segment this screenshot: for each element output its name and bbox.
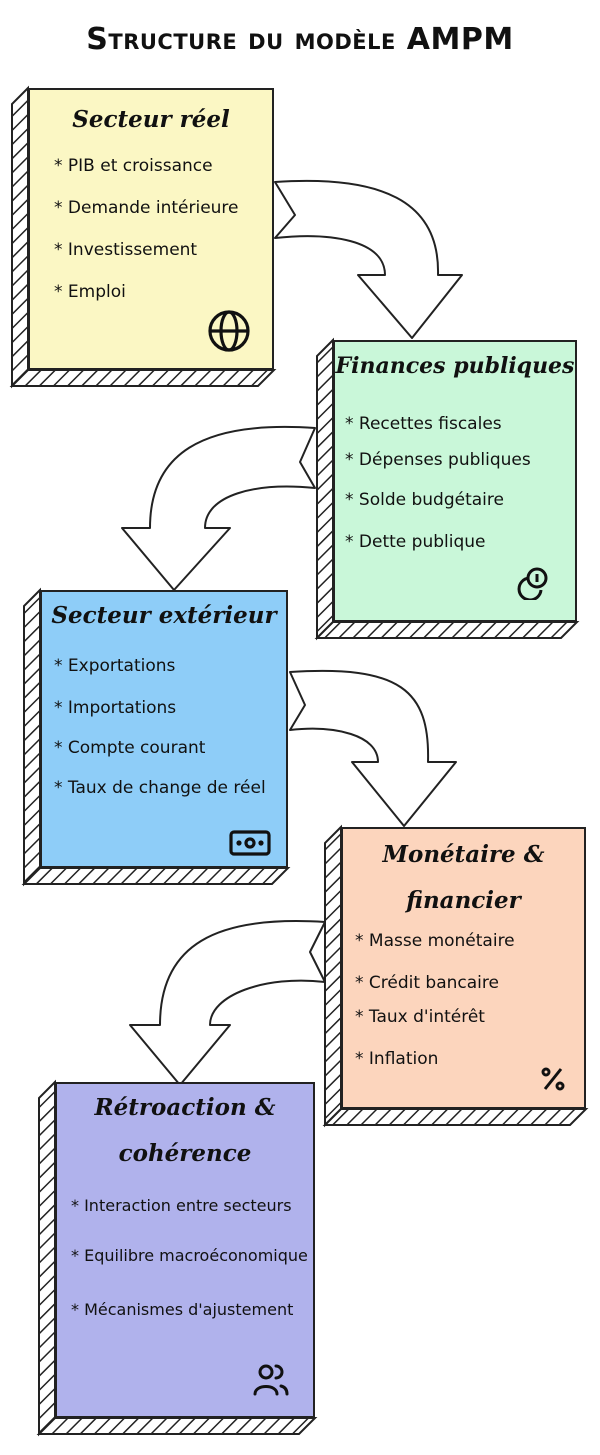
card-shadow-bottom [21, 867, 291, 885]
page-title: Structure du modèle AMPM [86, 22, 514, 57]
card-title: Rétroaction & [94, 1094, 276, 1121]
card-shadow-bottom [322, 1108, 589, 1126]
card-shadow-left [11, 85, 29, 389]
percent-icon [541, 1067, 565, 1091]
card-shadow-left [38, 1079, 56, 1437]
list-item: * Investissement [54, 240, 198, 260]
list-item: * PIB et croissance [54, 156, 213, 176]
banknote-icon [229, 830, 271, 856]
list-item: * Dette publique [345, 532, 486, 552]
card-secteur-reel: Secteur réel * PIB et croissance * Deman… [28, 88, 274, 370]
arrow-monetaire-to-retroaction [129, 920, 326, 1086]
list-item: * Masse monétaire [355, 931, 515, 951]
list-item: * Inflation [355, 1049, 439, 1069]
list-item: * Compte courant [54, 738, 206, 758]
users-icon [253, 1364, 289, 1396]
list-item: * Taux d'intérêt [355, 1007, 485, 1027]
card-shadow-bottom [36, 1417, 318, 1435]
arrow-finances-to-exterieur [121, 426, 316, 591]
card-shadow-bottom [9, 369, 277, 387]
list-item: * Crédit bancaire [355, 973, 499, 993]
list-item: * Importations [54, 698, 177, 718]
list-item: * Solde budgétaire [345, 490, 504, 510]
globe-icon [208, 310, 250, 352]
card-shadow-left [316, 337, 334, 641]
list-item: * Mécanismes d'ajustement [71, 1300, 294, 1319]
arrow-reel-to-finances [274, 179, 463, 339]
card-retroaction-coherence: Rétroaction & cohérence * Interaction en… [55, 1082, 315, 1418]
card-title: Secteur réel [72, 106, 230, 133]
card-title: Secteur extérieur [51, 602, 277, 629]
card-secteur-exterieur: Secteur extérieur * Exportations * Impor… [40, 590, 288, 868]
card-finances-publiques: Finances publiques * Recettes fiscales *… [333, 340, 577, 622]
list-item: * Equilibre macroéconomique [71, 1246, 308, 1265]
list-item: * Emploi [54, 282, 126, 302]
list-item: * Recettes fiscales [345, 414, 502, 434]
card-title: Monétaire & [382, 841, 545, 868]
card-title-line-2: financier [406, 887, 521, 914]
list-item: * Demande intérieure [54, 198, 239, 218]
card-monetaire-financier: Monétaire & financier * Masse monétaire … [341, 827, 586, 1109]
list-item: * Exportations [54, 656, 176, 676]
list-item: * Taux de change de réel [54, 778, 266, 798]
card-shadow-left [23, 587, 41, 887]
coins-icon [517, 567, 548, 600]
card-title: Finances publiques [335, 353, 575, 379]
arrow-exterieur-to-monetaire [289, 669, 457, 827]
card-shadow-left [324, 824, 342, 1128]
list-item: * Interaction entre secteurs [71, 1196, 292, 1215]
card-shadow-bottom [314, 621, 580, 639]
card-title-line-2: cohérence [118, 1140, 252, 1167]
list-item: * Dépenses publiques [345, 450, 531, 470]
